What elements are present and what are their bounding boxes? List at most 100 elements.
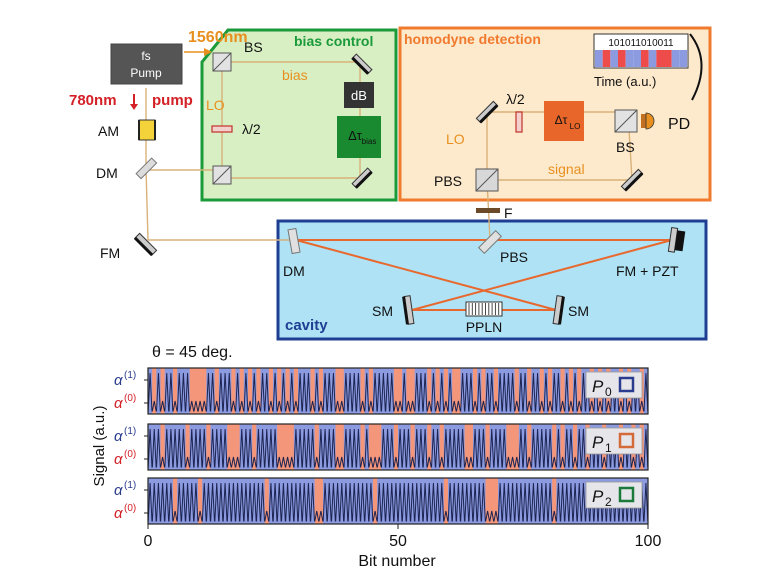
bit-background — [164, 424, 170, 470]
time-trace-inset: 101011010011 — [593, 33, 689, 69]
bit-background — [343, 478, 349, 524]
bit-background — [489, 368, 495, 414]
bit-background — [573, 478, 578, 524]
bit-background — [406, 478, 411, 524]
bit-background — [535, 424, 540, 470]
bit-background — [485, 478, 490, 524]
bit-background — [260, 368, 265, 414]
bias-delay-symbol: Δτ — [348, 128, 363, 143]
bit-background — [518, 424, 524, 470]
bit-background — [564, 368, 570, 414]
inset-bit-bar — [595, 50, 603, 67]
bit-background — [223, 424, 228, 470]
bit-background — [548, 478, 553, 524]
bit-background — [381, 368, 386, 414]
bit-background — [252, 478, 257, 524]
bit-background — [318, 368, 324, 414]
bit-background — [431, 368, 436, 414]
bit-background — [193, 424, 199, 470]
inset-bit-bar — [679, 50, 687, 67]
bit-background — [377, 478, 382, 524]
bit-background — [298, 424, 303, 470]
bit-background — [439, 478, 445, 524]
bit-background — [489, 424, 495, 470]
bit-background — [539, 424, 545, 470]
bit-background — [493, 368, 499, 414]
bit-background — [398, 424, 403, 470]
hd-pbs-label: PBS — [434, 173, 462, 189]
xtick-label: 50 — [389, 533, 407, 550]
bit-background — [560, 478, 565, 524]
bit-background — [306, 424, 311, 470]
bit-background — [448, 368, 453, 414]
ytick-alpha-0-sup: (0) — [124, 503, 136, 514]
bit-background — [477, 368, 482, 414]
legend-marker — [618, 376, 635, 393]
bit-background — [314, 424, 320, 470]
bit-background — [343, 424, 349, 470]
bit-background — [343, 368, 349, 414]
bit-background — [381, 478, 386, 524]
bit-background — [243, 424, 249, 470]
bit-background — [527, 368, 532, 414]
bit-background — [356, 424, 361, 470]
bit-background — [414, 424, 420, 470]
bit-background — [314, 368, 320, 414]
bit-background — [514, 424, 520, 470]
bit-background — [243, 478, 249, 524]
bit-background — [310, 424, 315, 470]
bit-background — [406, 424, 411, 470]
cavity-sm-left — [402, 295, 415, 325]
bit-background — [293, 424, 299, 470]
bit-background — [177, 368, 182, 414]
cavity-fm-pzt — [667, 226, 686, 253]
bit-background — [239, 368, 245, 414]
bit-background — [231, 368, 236, 414]
bit-background — [535, 478, 540, 524]
bit-background — [356, 368, 361, 414]
pump-line1: fs — [141, 49, 150, 63]
bit-background — [502, 424, 507, 470]
legend-marker — [618, 432, 635, 449]
bit-background — [389, 424, 395, 470]
bit-background — [364, 424, 370, 470]
bit-background — [148, 424, 153, 470]
bit-background — [510, 424, 515, 470]
bit-background — [352, 424, 357, 470]
bit-background — [481, 424, 486, 470]
ytick-alpha-1-sup: (1) — [124, 426, 136, 437]
lo-delay-sub: LO — [570, 122, 581, 131]
bit-background — [456, 478, 461, 524]
bit-background — [439, 424, 445, 470]
bit-background — [318, 478, 324, 524]
bit-background — [531, 478, 536, 524]
bit-background — [414, 478, 420, 524]
bit-background — [218, 368, 224, 414]
bit-background — [360, 424, 365, 470]
bit-background — [177, 424, 182, 470]
bit-background — [252, 368, 257, 414]
bias-delay-sub: bias — [362, 137, 377, 146]
bit-background — [410, 368, 415, 414]
bit-background — [389, 368, 395, 414]
inset-bit-bar — [633, 50, 641, 67]
bit-background — [198, 478, 203, 524]
bit-background — [160, 424, 165, 470]
bit-background — [323, 424, 328, 470]
bit-background — [373, 478, 378, 524]
cavity-title: cavity — [285, 317, 328, 334]
bit-background — [531, 368, 536, 414]
bit-background — [527, 478, 532, 524]
bit-background — [581, 478, 586, 524]
bit-background — [239, 424, 245, 470]
bit-background — [193, 478, 199, 524]
bit-background — [385, 424, 390, 470]
bit-background — [206, 424, 211, 470]
bit-background — [564, 478, 570, 524]
bit-background — [256, 368, 261, 414]
bit-background — [477, 478, 482, 524]
bit-background — [581, 368, 586, 414]
bit-background — [460, 424, 465, 470]
bit-background — [464, 368, 470, 414]
